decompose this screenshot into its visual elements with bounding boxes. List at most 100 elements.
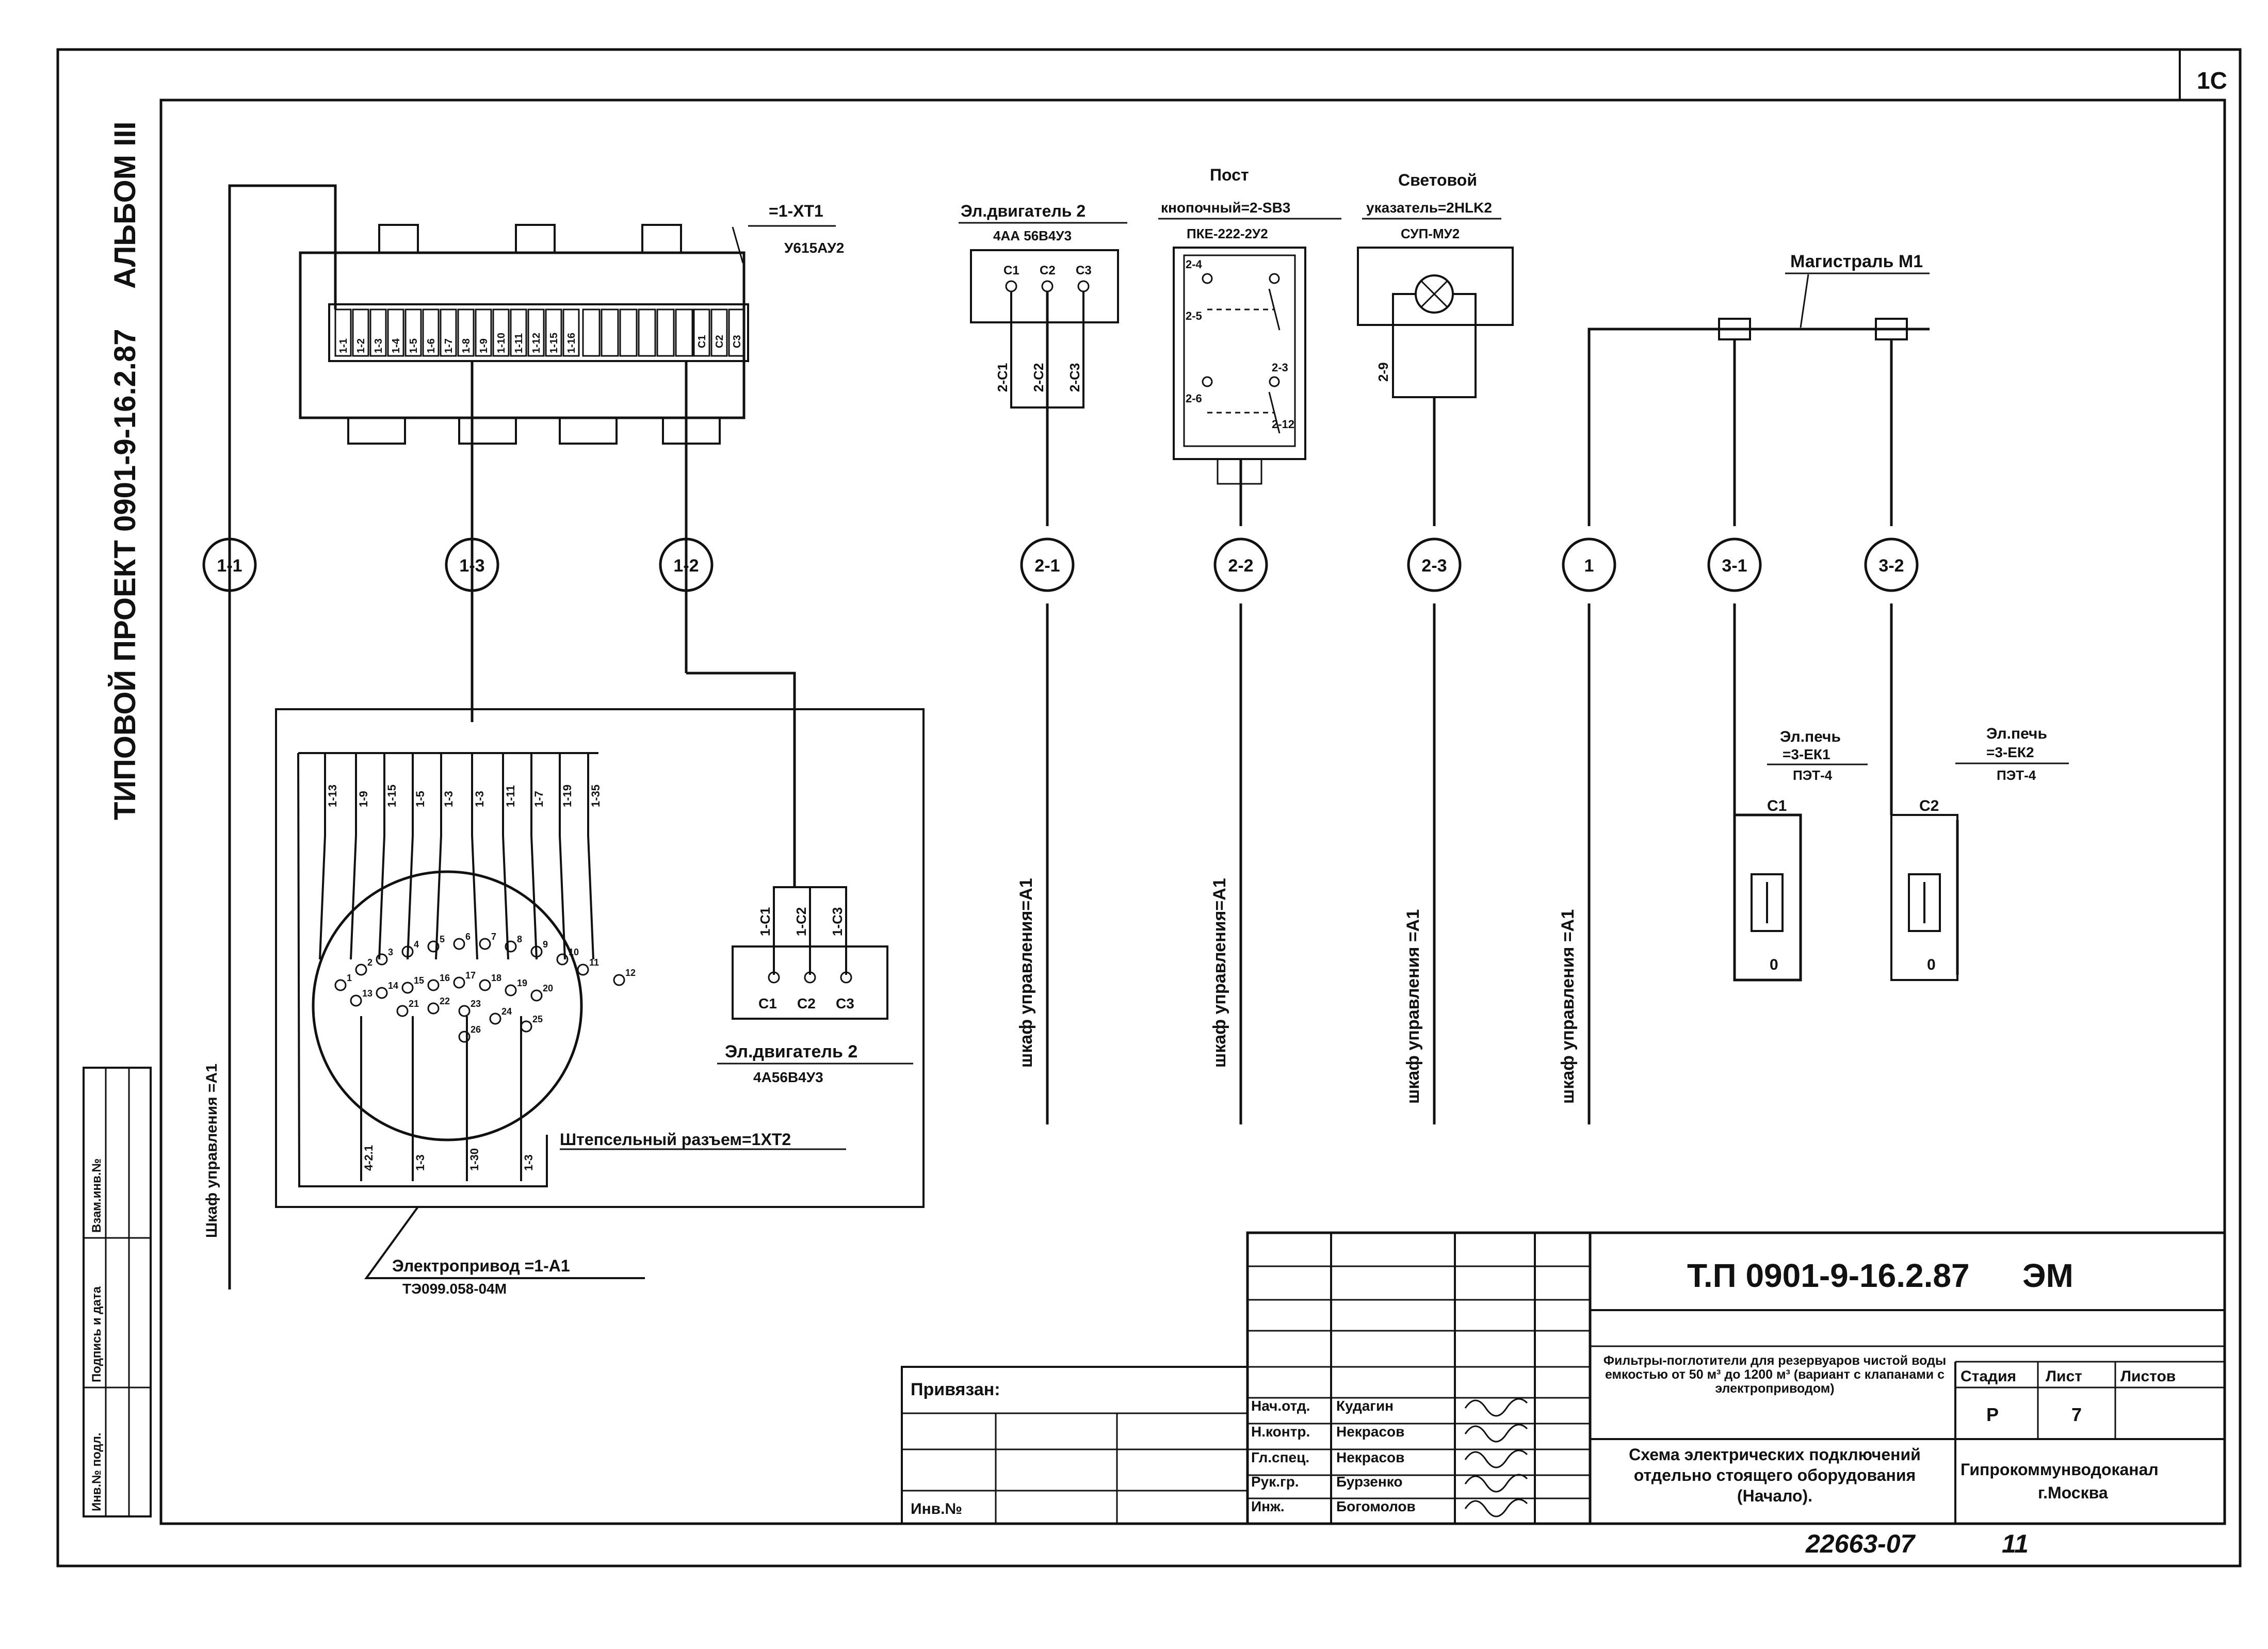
xt1-terminal: 1-7	[443, 338, 455, 353]
top-motor-type: 4АА 56В4У3	[993, 228, 1072, 243]
cabinet-label-4: шкаф управления =А1	[1558, 909, 1578, 1104]
project-title: ТИПОВОЙ ПРОЕКТ 0901-9-16.2.87	[108, 329, 142, 821]
cable-node-label: 3-2	[1878, 556, 1904, 576]
heater1-terminal: С1	[1767, 797, 1787, 814]
title-block: Нач.отд.КудагинН.контр.НекрасовГл.спец.Н…	[901, 1231, 2226, 1525]
cable-node-label: 1-2	[673, 556, 699, 576]
connector-pin	[355, 964, 367, 976]
cable-node-circle	[1864, 537, 1919, 592]
heater1-zero: 0	[1770, 956, 1778, 973]
margin-vzam-label: Взам.инв.№	[90, 1158, 104, 1233]
motor-top: Эл.двигатель 2 4АА 56В4У3 С1 С2 С3 2-С1 …	[959, 202, 1127, 526]
light-type: СУП-МУ2	[1401, 226, 1460, 241]
heater1-ref: =3-ЕК1	[1783, 746, 1830, 762]
top-motor-wire-1: 2-С1	[995, 363, 1010, 392]
connector-pin-number: 4	[414, 939, 419, 950]
connector-pin-number: 5	[440, 934, 445, 944]
cable-node-label: 2-3	[1421, 556, 1447, 576]
stamp-section: ЭМ	[2022, 1257, 2073, 1294]
xt1-terminal-right: С3	[732, 335, 743, 348]
top-motor-c2: С2	[1040, 264, 1056, 277]
connector-pin-number: 24	[501, 1006, 512, 1017]
bottom-motor-c1: С1	[758, 995, 777, 1011]
xt1-terminal: 1-9	[478, 338, 490, 353]
stamp-name: Некрасов	[1336, 1449, 1404, 1465]
heater-2: Эл.печь =3-ЕК2 ПЭТ-4 С2 0	[1890, 725, 2069, 981]
post-contact-5: 2-12	[1272, 418, 1294, 431]
motor-bottom: 1-С1 1-С2 1-С3 С1 С2 С3 Эл.двигатель 2 4…	[717, 886, 913, 1085]
connector-pin-number: 15	[414, 975, 424, 986]
cabinet-label-2: шкаф управления=А1	[1210, 878, 1229, 1068]
push-button-post: Пост кнопочный=2-SB3 ПКЕ-222-2У2 2-4 2-5…	[1158, 166, 1341, 526]
heater2-zero: 0	[1927, 956, 1936, 973]
post-contact-3: 2-3	[1272, 361, 1288, 374]
stamp-name: Богомолов	[1336, 1498, 1416, 1514]
connector-pin	[520, 1020, 532, 1033]
bottom-motor-c3: С3	[836, 995, 854, 1011]
connector-pin	[376, 987, 388, 999]
xt1-terminal-right: С2	[714, 335, 725, 348]
cabinet-label-1: шкаф управления=А1	[1016, 878, 1036, 1068]
connector-pin-number: 11	[589, 957, 599, 968]
stamp-name: Бурзенко	[1336, 1474, 1402, 1490]
connector-pin-number: 6	[465, 932, 471, 942]
connector-pin	[427, 979, 440, 991]
bottom-motor-wire-3: 1-С3	[830, 907, 845, 936]
cable-node-circle	[445, 537, 499, 592]
side-cabinet-label: Шкаф управления =А1	[203, 1064, 220, 1238]
connector-pin-number: 22	[440, 996, 450, 1006]
connector-wire-bottom: 1-3	[522, 1154, 535, 1171]
cable-node-label: 1-3	[459, 556, 484, 576]
connector-pin	[401, 945, 414, 958]
stamp-role: Нач.отд.	[1251, 1398, 1310, 1414]
stamp-name: Некрасов	[1336, 1424, 1404, 1440]
xt1-terminal-right: С1	[696, 335, 708, 348]
stamp-role: Инж.	[1251, 1498, 1285, 1514]
connector-pin	[458, 1005, 471, 1017]
connector-wire-top: 1-11	[504, 785, 517, 807]
archive-number: 22663-07	[1805, 1529, 1916, 1558]
connector-pin	[530, 945, 543, 958]
cable-node-circle	[1707, 537, 1762, 592]
drive-frame	[275, 708, 925, 1208]
connector-wire-top: 1-9	[357, 791, 370, 807]
connector-pin-number: 25	[532, 1014, 543, 1024]
cable-node-label: 1-1	[217, 556, 242, 576]
connector-pin	[427, 1002, 440, 1015]
sheets-head: Листов	[2120, 1368, 2176, 1385]
heater2-type: ПЭТ-4	[1997, 768, 2036, 783]
connector-wire-top: 1-5	[414, 791, 427, 807]
connector-pin	[453, 976, 465, 989]
connector-pin-number: 12	[625, 968, 636, 978]
cable-node-circle	[1407, 537, 1462, 592]
connector-pin	[479, 979, 491, 991]
xt1-terminal: 1-6	[426, 338, 437, 353]
top-motor-c3: С3	[1076, 264, 1092, 277]
connector-pin-number: 17	[465, 970, 476, 981]
connector-pin	[401, 982, 414, 994]
connector-pin-number: 3	[388, 947, 393, 957]
connector-pin-number: 1	[347, 973, 352, 983]
connector-label: Штепсельный разъем=1ХТ2	[560, 1130, 791, 1149]
stamp-sheet-title: Схема электрических подключений отдельно…	[1629, 1445, 1921, 1505]
cable-node-circle	[1213, 537, 1268, 592]
connector-pin-number: 13	[362, 988, 372, 999]
heater2-ref: =3-ЕК2	[1986, 744, 2034, 760]
signature	[1464, 1449, 1528, 1468]
cabinet-label-3: шкаф управления =А1	[1403, 909, 1423, 1104]
stamp-name: Кудагин	[1336, 1398, 1394, 1414]
stamp-code: Т.П 0901-9-16.2.87	[1687, 1257, 1970, 1294]
heater2-terminal: С2	[1919, 797, 1939, 814]
inv-no-label: Инв.№	[911, 1500, 962, 1517]
signature	[1464, 1424, 1528, 1443]
connector-circle	[312, 870, 583, 1141]
stamp-object-title: Фильтры-поглотители для резервуаров чист…	[1603, 1354, 1947, 1396]
stage-value: Р	[1986, 1404, 1999, 1425]
connector-wire-bottom: 1-30	[468, 1148, 481, 1171]
connector-pin-number: 16	[440, 973, 450, 983]
sheet-head: Лист	[2046, 1368, 2082, 1385]
sheet-value: 7	[2071, 1404, 2082, 1425]
connector-pin-number: 8	[517, 934, 522, 944]
heater2-title: Эл.печь	[1986, 725, 2047, 742]
